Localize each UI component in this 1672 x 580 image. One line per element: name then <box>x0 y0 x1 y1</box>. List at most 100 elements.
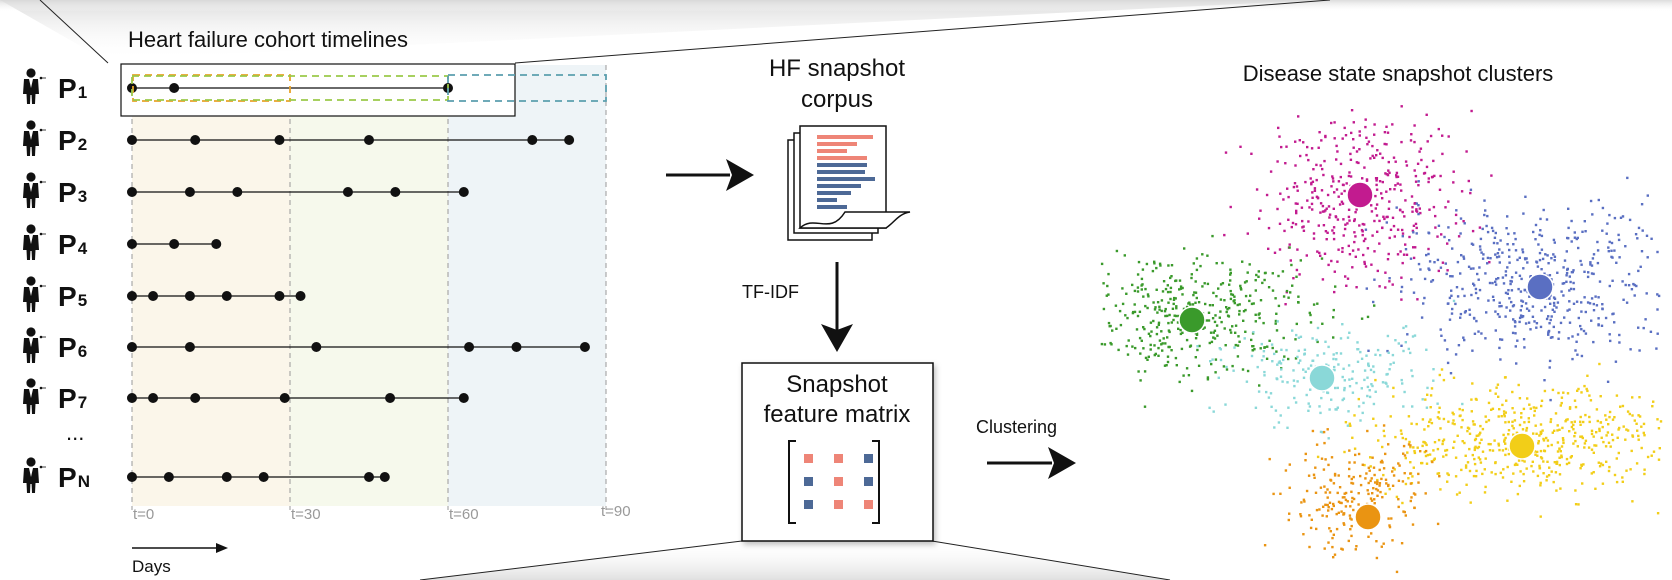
cluster-point <box>1452 413 1455 416</box>
cluster-point <box>1331 545 1334 549</box>
cluster-point <box>1601 206 1605 210</box>
visit-dot <box>458 187 469 197</box>
cluster-point <box>1415 209 1418 212</box>
cluster-point <box>1575 340 1578 343</box>
cluster-point <box>1434 214 1437 218</box>
cluster-point <box>1573 435 1576 438</box>
cluster-point <box>1401 501 1404 505</box>
cluster-point <box>1201 253 1204 256</box>
cluster-point <box>1367 481 1370 485</box>
cluster-point <box>1404 482 1408 486</box>
cluster-point <box>1540 234 1544 238</box>
cluster-point <box>1319 202 1323 205</box>
cluster-point <box>1371 144 1374 148</box>
cluster-point <box>1524 195 1527 198</box>
cluster-point <box>1413 506 1416 510</box>
cluster-point <box>1550 257 1553 260</box>
visit-dot <box>379 472 390 482</box>
cluster-point <box>1546 439 1550 442</box>
cluster-point <box>1427 232 1431 235</box>
cluster-point <box>1293 384 1296 388</box>
cluster-point <box>1545 218 1549 221</box>
cluster-point <box>1445 272 1448 276</box>
cluster-point <box>1370 204 1373 207</box>
cluster-point <box>1364 118 1367 121</box>
cluster-point <box>1413 169 1416 172</box>
cluster-point <box>1231 325 1234 328</box>
cluster-point <box>1611 418 1615 421</box>
cluster-point <box>1609 445 1612 448</box>
cluster-point <box>1317 224 1320 227</box>
cluster-point <box>1141 268 1145 271</box>
cluster-point <box>1357 452 1361 456</box>
cluster-point <box>1432 368 1435 371</box>
cluster-point <box>1615 480 1619 484</box>
cluster-point <box>1553 304 1556 307</box>
cluster-point <box>1397 479 1401 482</box>
cluster-point <box>1449 275 1452 278</box>
cluster-point <box>1215 262 1218 265</box>
cluster-point <box>1401 436 1404 440</box>
cluster-point <box>1275 350 1278 353</box>
cluster-point <box>1131 283 1134 287</box>
cluster-point <box>1484 209 1487 212</box>
cluster-point <box>1320 139 1323 142</box>
cluster-point <box>1643 434 1646 437</box>
cluster-point <box>1206 378 1210 381</box>
cluster-point <box>1627 284 1631 287</box>
cluster-point <box>1241 368 1245 371</box>
cluster-point <box>1424 454 1428 458</box>
cluster-point <box>1359 350 1362 354</box>
cluster-point <box>1357 248 1360 251</box>
cluster-point <box>1447 226 1450 229</box>
cluster-point <box>1316 302 1319 305</box>
cluster-point <box>1369 157 1372 160</box>
cluster-point <box>1267 247 1270 250</box>
cluster-point <box>1181 286 1184 290</box>
cluster-point <box>1354 211 1357 214</box>
cluster-point <box>1142 347 1145 350</box>
cluster-point <box>1607 246 1610 249</box>
cluster-point <box>1546 460 1549 463</box>
cluster-point <box>1385 482 1388 485</box>
cluster-point <box>1556 301 1560 304</box>
document-stack-icon <box>787 125 911 241</box>
cluster-point <box>1311 337 1314 340</box>
cluster-point <box>1347 475 1351 478</box>
cluster-point <box>1172 318 1175 322</box>
cluster-point <box>1384 172 1387 175</box>
cluster-point <box>1332 357 1335 361</box>
cluster-point <box>1552 480 1555 484</box>
cluster-point <box>1574 503 1578 506</box>
cluster-point <box>1502 433 1505 437</box>
cluster-point <box>1250 338 1253 342</box>
cluster-point <box>1328 213 1332 216</box>
cluster-point <box>1424 449 1428 453</box>
cluster-point <box>1513 419 1517 422</box>
cluster-point <box>1508 248 1511 252</box>
cluster-point <box>1391 470 1394 473</box>
cluster-point <box>1318 251 1321 255</box>
cluster-point <box>1496 383 1500 386</box>
cluster-point <box>1172 298 1176 301</box>
cluster-scatter <box>1263 424 1441 574</box>
cluster-point <box>1580 354 1584 358</box>
cluster-point <box>1299 359 1302 362</box>
cluster-point <box>1600 324 1604 327</box>
cluster-point <box>1549 336 1553 339</box>
cluster-point <box>1386 334 1390 338</box>
cluster-point <box>1328 527 1331 530</box>
cluster-point <box>1473 462 1477 466</box>
cluster-point <box>1598 465 1602 468</box>
cluster-point <box>1315 178 1318 182</box>
cluster-point <box>1166 284 1169 287</box>
cluster-point <box>1196 348 1199 352</box>
cluster-point <box>1618 426 1621 430</box>
cluster-point <box>1652 450 1656 453</box>
cluster-point <box>1604 445 1608 448</box>
cluster-point <box>1548 366 1551 369</box>
cluster-point <box>1499 239 1502 242</box>
cluster-point <box>1411 335 1415 338</box>
cluster-point <box>1319 486 1323 489</box>
cluster-point <box>1400 542 1404 545</box>
